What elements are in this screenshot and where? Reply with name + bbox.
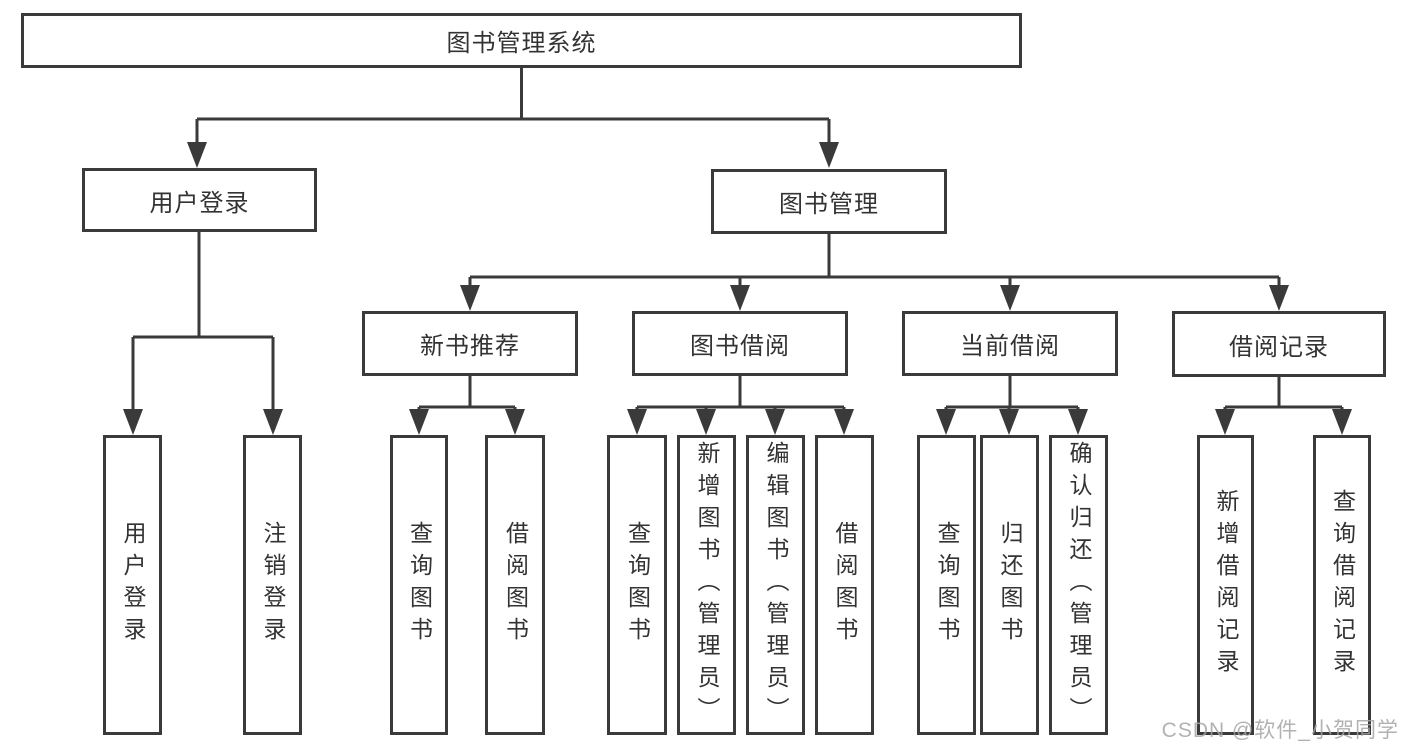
node-label: 归还图书 — [997, 521, 1023, 649]
arrowhead — [819, 142, 839, 168]
arrowhead — [123, 409, 143, 435]
node-label: 查询图书 — [406, 521, 433, 649]
arrowhead — [409, 409, 429, 435]
leaf-borrow-book: 借阅图书 — [815, 435, 874, 735]
arrowhead — [505, 409, 525, 435]
node-label: 图书管理 — [779, 191, 879, 218]
arrowhead — [936, 409, 956, 435]
arrowhead — [999, 409, 1019, 435]
node-label: 用户登录 — [149, 189, 250, 217]
leaf-add-borrow-record: 新增借阅记录 — [1197, 435, 1254, 735]
leaf-return-book: 归还图书 — [980, 435, 1039, 735]
edge-current-borrow-to-children — [936, 376, 1088, 435]
leaf-borrow-book-recommend: 借阅图书 — [485, 435, 545, 735]
arrowhead — [765, 409, 785, 435]
node-borrow-records: 借阅记录 — [1172, 311, 1386, 377]
node-label: 当前借阅 — [960, 333, 1060, 360]
node-book-borrow: 图书借阅 — [632, 311, 848, 376]
node-label: 图书管理系统 — [446, 30, 597, 57]
leaf-confirm-return-admin: 确认归还（管理员） — [1049, 435, 1108, 735]
csdn-watermark: CSDN @软件_小贺同学 — [1161, 719, 1399, 742]
edge-user-login-to-children — [123, 232, 283, 435]
leaf-add-book-admin: 新增图书（管理员） — [677, 435, 736, 735]
arrowhead — [1068, 409, 1088, 435]
node-user-login: 用户登录 — [82, 168, 317, 232]
arrowhead — [627, 409, 647, 435]
arrowhead — [1269, 285, 1289, 311]
arrowhead — [696, 409, 716, 435]
node-label: 查询图书 — [934, 521, 960, 649]
node-new-book-recommend: 新书推荐 — [362, 311, 578, 376]
arrowhead — [263, 409, 283, 435]
arrowhead — [1000, 285, 1020, 311]
edge-root-to-level1 — [187, 68, 839, 168]
node-label: 查询借阅记录 — [1329, 489, 1356, 681]
edge-book-management-to-children — [460, 234, 1289, 311]
arrowhead — [1215, 409, 1235, 435]
arrowhead — [460, 285, 480, 311]
node-label: 借阅图书 — [832, 521, 858, 649]
arrowhead — [187, 142, 207, 168]
node-book-management: 图书管理 — [711, 169, 947, 234]
node-label: 新增图书（管理员） — [694, 441, 720, 729]
leaf-logout: 注销登录 — [243, 435, 302, 735]
node-label: 新书推荐 — [420, 333, 520, 360]
node-label: 编辑图书（管理员） — [763, 441, 789, 729]
arrowhead — [834, 409, 854, 435]
node-label: 新增借阅记录 — [1213, 489, 1239, 681]
leaf-user-login: 用户登录 — [103, 435, 162, 735]
leaf-query-book-borrow: 查询图书 — [607, 435, 667, 735]
arrowhead — [1332, 409, 1352, 435]
node-label: 注销登录 — [260, 521, 286, 649]
leaf-query-book-recommend: 查询图书 — [390, 435, 448, 735]
leaf-query-borrow-record: 查询借阅记录 — [1313, 435, 1371, 735]
edge-book-borrow-to-children — [627, 376, 854, 435]
node-label: 用户登录 — [120, 521, 146, 649]
node-label: 查询图书 — [624, 521, 651, 649]
node-current-borrow: 当前借阅 — [902, 311, 1118, 376]
edge-borrow-records-to-children — [1215, 377, 1352, 435]
node-root: 图书管理系统 — [21, 13, 1022, 68]
node-label: 图书借阅 — [690, 333, 790, 360]
node-label: 借阅记录 — [1229, 333, 1329, 361]
edge-new-book-recommend-to-children — [409, 376, 525, 435]
node-label: 借阅图书 — [502, 521, 529, 649]
leaf-edit-book-admin: 编辑图书（管理员） — [746, 435, 805, 735]
arrowhead — [730, 285, 750, 311]
leaf-query-book-current: 查询图书 — [917, 435, 976, 735]
node-label: 确认归还（管理员） — [1066, 441, 1092, 729]
